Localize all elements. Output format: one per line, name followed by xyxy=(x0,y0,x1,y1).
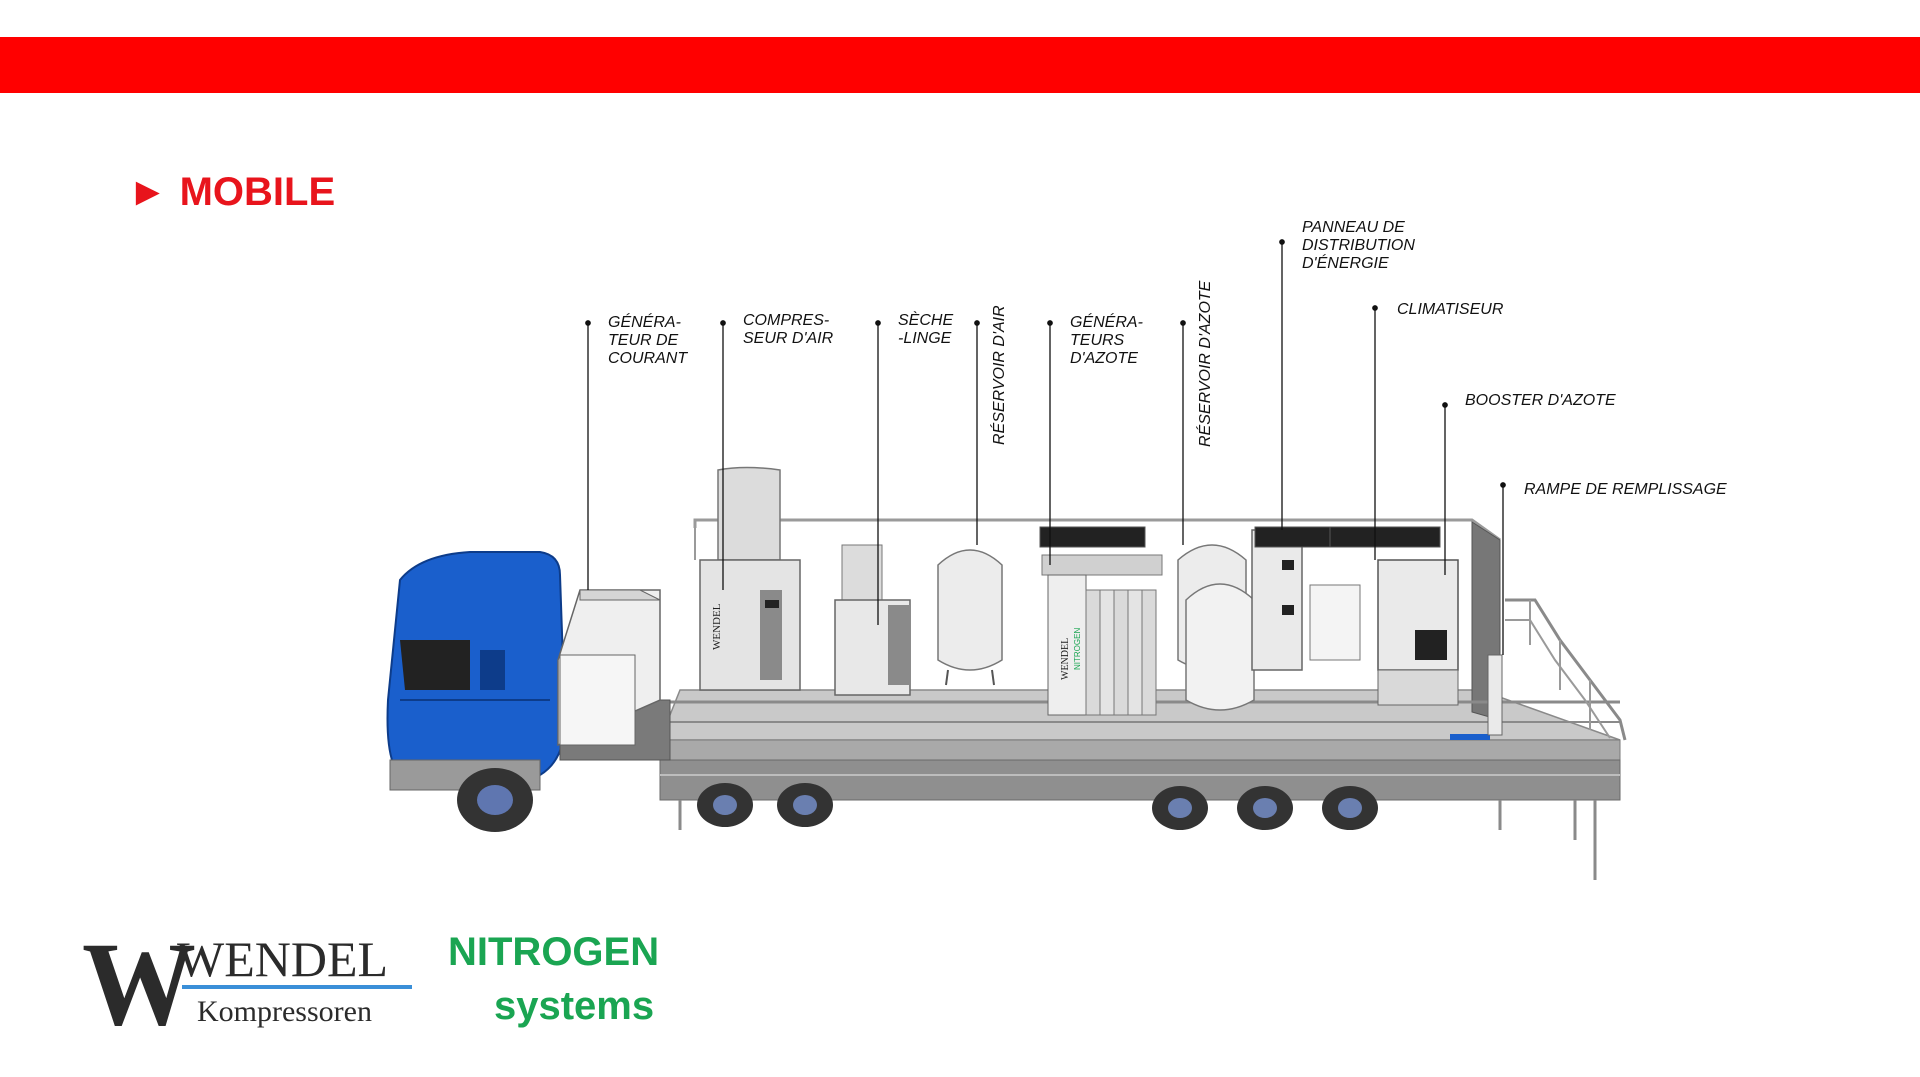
label-panneau-line2: DISTRIBUTION xyxy=(1302,237,1415,254)
compressor-brand-text: WENDEL xyxy=(711,603,723,650)
label-reservoir-azote: RÉSERVOIR D'AZOTE xyxy=(1195,280,1214,447)
label-panneau-line1: PANNEAU DE xyxy=(1302,219,1405,236)
wheel xyxy=(1237,786,1293,830)
nitrogen-booster-unit xyxy=(1378,560,1458,705)
label-generateur-line3: COURANT xyxy=(608,350,688,367)
label-rampe: RAMPE DE REMPLISSAGE xyxy=(1524,481,1727,498)
dryer-unit xyxy=(835,545,910,695)
nitrogen-gen-nitrogen-text: NITROGEN xyxy=(1073,628,1082,670)
label-generateurs-azote-line2: TEURS xyxy=(1070,332,1125,349)
wheel xyxy=(777,783,833,827)
nitrogen-reservoir-tanks xyxy=(1178,545,1254,710)
label-seche-linge-line2: -LINGE xyxy=(898,330,952,347)
air-conditioner-units xyxy=(1040,527,1440,547)
label-compresseur-line2: SEUR D'AIR xyxy=(743,330,834,347)
label-booster: BOOSTER D'AZOTE xyxy=(1465,392,1616,409)
label-reservoir-air: RÉSERVOIR D'AIR xyxy=(989,305,1008,445)
label-climatiseur: CLIMATISEUR xyxy=(1397,301,1504,318)
air-compressor-unit: WENDEL xyxy=(700,468,800,691)
nitrogen-logo-text: NITROGEN xyxy=(448,930,659,975)
wheel xyxy=(1152,786,1208,830)
callout-labels: GÉNÉRA- TEUR DE COURANT COMPRES- SEUR D'… xyxy=(608,219,1727,498)
wheel xyxy=(697,783,753,827)
label-generateur-line2: TEUR DE xyxy=(608,332,679,349)
label-compresseur-line1: COMPRES- xyxy=(743,312,829,329)
wendel-logo-subtitle: Kompressoren xyxy=(197,995,372,1028)
filling-ramp xyxy=(1488,655,1502,735)
energy-distribution-panel xyxy=(1252,530,1360,670)
label-generateurs-azote-line3: D'AZOTE xyxy=(1070,350,1138,367)
label-seche-linge-line1: SÈCHE xyxy=(898,310,953,329)
label-generateurs-azote-line1: GÉNÉRA- xyxy=(1070,312,1143,331)
nitrogen-generators: WENDEL NITROGEN xyxy=(1042,555,1162,715)
wendel-logo: W WENDEL Kompressoren xyxy=(82,928,422,1036)
nitrogen-gen-brand-text: WENDEL xyxy=(1060,638,1071,680)
air-reservoir-tank xyxy=(938,550,1002,685)
label-generateur-line1: GÉNÉRA- xyxy=(608,312,681,331)
label-panneau-line3: D'ÉNERGIE xyxy=(1302,253,1389,272)
wendel-logo-name: WENDEL xyxy=(177,931,388,987)
wendel-logo-underline xyxy=(182,985,412,989)
wheel xyxy=(1322,786,1378,830)
systems-logo-text: systems xyxy=(494,984,654,1029)
